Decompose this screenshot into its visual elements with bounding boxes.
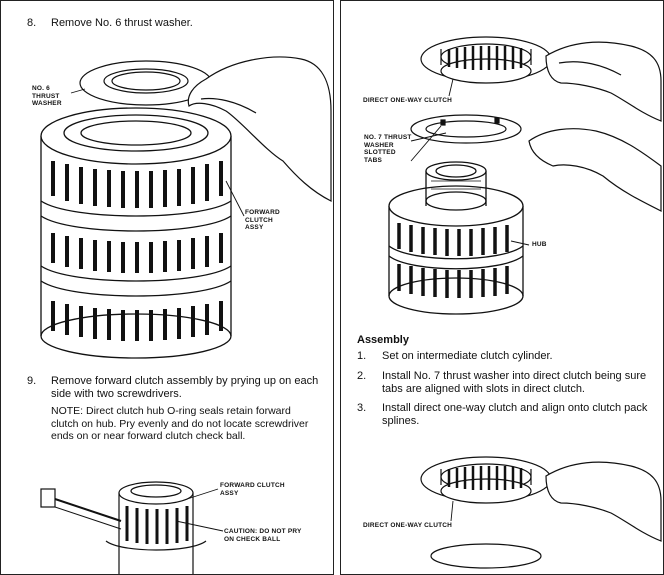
hand-right-bottom — [545, 461, 662, 542]
assembly-step-3-number: 3. — [357, 402, 367, 414]
one-way-clutch-teeth-bottom — [447, 466, 523, 490]
right-illustrations — [388, 36, 662, 569]
callout-direct-one-way-clutch-bottom: DIRECT ONE-WAY CLUTCH — [363, 522, 453, 529]
assembly-step-2-text: Install No. 7 thrust washer into direct … — [382, 370, 647, 395]
screwdriver-pry-illustration — [40, 481, 207, 574]
assembly-heading: Assembly — [357, 334, 409, 346]
step-9-note: NOTE: Direct clutch hub O-ring seals ret… — [51, 405, 309, 442]
clutch-splines — [51, 161, 223, 341]
callout-thrust-washer-6: NO. 6 THRUST WASHER — [32, 85, 62, 107]
right-callout-leaders — [410, 78, 530, 522]
hand-right-middle — [528, 128, 662, 212]
left-instruction-panel: 8. Remove No. 6 thrust washer. NO. 6 THR… — [0, 0, 334, 575]
direct-clutch-splines — [397, 223, 509, 298]
left-illustrations — [40, 56, 332, 574]
assembly-step-1-text: Set on intermediate clutch cylinder. — [382, 350, 553, 362]
assembly-step-3-text: Install direct one-way clutch and align … — [382, 402, 648, 427]
step-9-number: 9. — [27, 375, 37, 387]
assembly-step-1-number: 1. — [357, 350, 367, 362]
step-8-number: 8. — [27, 17, 37, 29]
callout-thrust-washer-7: NO. 7 THRUST WASHER SLOTTED TABS — [364, 134, 412, 164]
step-9-text: Remove forward clutch assembly by prying… — [51, 375, 319, 400]
callout-hub: HUB — [532, 241, 547, 248]
right-instruction-panel: DIRECT ONE-WAY CLUTCH NO. 7 THRUST WASHE… — [340, 0, 664, 575]
direct-one-way-clutch-top-illustration — [420, 36, 552, 84]
direct-one-way-clutch-bottom-illustration — [420, 456, 552, 569]
callout-forward-clutch-assy: FORWARD CLUTCH ASSY — [220, 482, 285, 497]
thrust-washer-7-illustration — [410, 114, 522, 144]
direct-clutch-hub-illustration — [388, 161, 524, 315]
assembly-step-2-number: 2. — [357, 370, 367, 382]
small-clutch-splines — [125, 506, 189, 544]
step-8-text: Remove No. 6 thrust washer. — [51, 17, 193, 29]
hand-right-top — [545, 41, 662, 122]
callout-caution-check-ball: CAUTION: DO NOT PRY ON CHECK BALL — [224, 528, 302, 543]
one-way-clutch-teeth-top — [447, 46, 523, 70]
forward-clutch-illustration — [40, 107, 232, 359]
callout-forward-clutch: FORWARD CLUTCH ASSY — [245, 209, 280, 231]
hand-illustration — [187, 56, 332, 202]
callout-direct-one-way-clutch-top: DIRECT ONE-WAY CLUTCH — [363, 97, 453, 104]
thrust-washer-illustration — [79, 60, 213, 106]
